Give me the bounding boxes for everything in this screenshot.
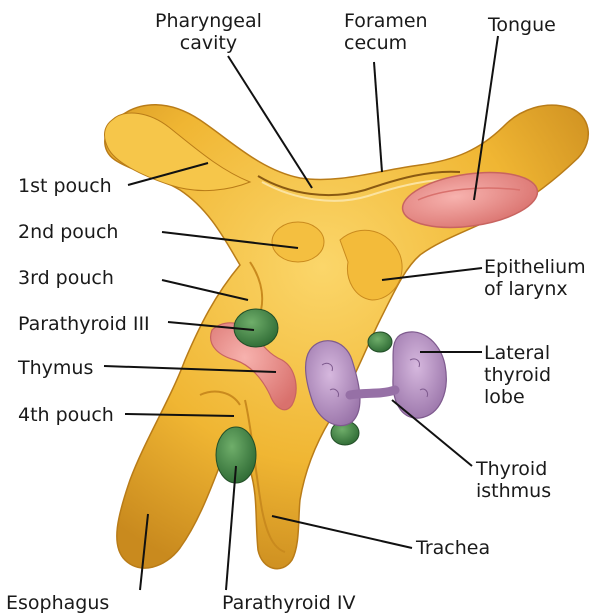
label-thyroid-isthmus: Thyroid isthmus <box>476 458 551 502</box>
parathyroid-small-shape <box>368 332 392 352</box>
label-line: Thyroid <box>476 458 551 480</box>
label-line: of larynx <box>484 278 586 300</box>
label-line: Epithelium <box>484 256 586 278</box>
label-1st-pouch: 1st pouch <box>18 175 112 197</box>
label-trachea: Trachea <box>416 537 490 559</box>
label-line: isthmus <box>476 480 551 502</box>
label-pharyngeal-cavity: Pharyngeal cavity <box>155 10 262 54</box>
label-4th-pouch: 4th pouch <box>18 404 114 426</box>
label-parathyroid-iii: Parathyroid III <box>18 313 150 335</box>
label-tongue: Tongue <box>488 14 556 36</box>
label-epithelium-of-larynx: Epithelium of larynx <box>484 256 586 300</box>
label-thymus: Thymus <box>18 357 93 379</box>
label-line: cavity <box>155 32 262 54</box>
label-parathyroid-iv: Parathyroid IV <box>222 592 355 614</box>
label-line: Lateral <box>484 342 551 364</box>
label-3rd-pouch: 3rd pouch <box>18 267 114 289</box>
label-line: thyroid <box>484 364 551 386</box>
label-lateral-thyroid-lobe: Lateral thyroid lobe <box>484 342 551 408</box>
label-2nd-pouch: 2nd pouch <box>18 221 118 243</box>
label-line: Foramen <box>344 10 428 32</box>
label-line: lobe <box>484 386 551 408</box>
label-line: cecum <box>344 32 428 54</box>
label-esophagus: Esophagus <box>6 592 109 614</box>
label-line: Pharyngeal <box>155 10 262 32</box>
label-foramen-cecum: Foramen cecum <box>344 10 428 54</box>
